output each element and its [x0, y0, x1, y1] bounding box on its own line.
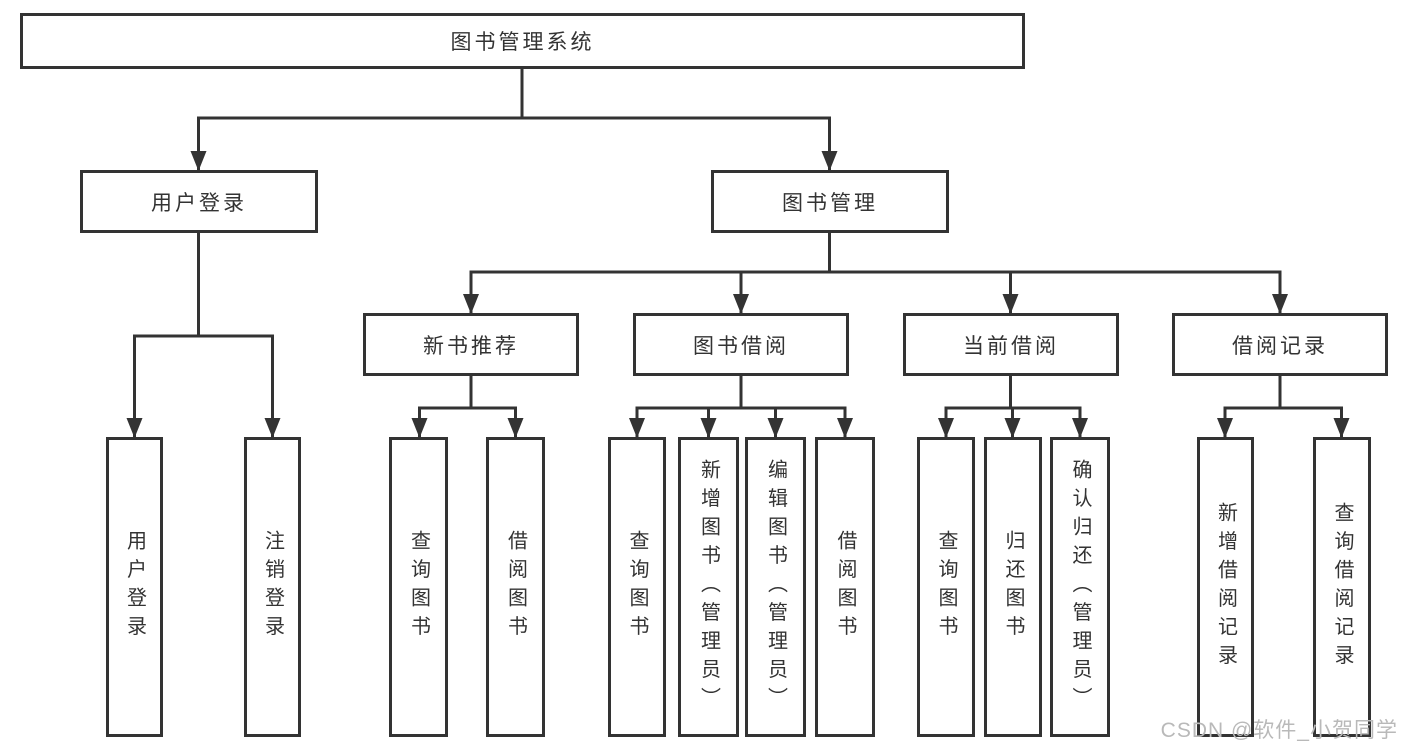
leaf-query-books-borrow: 查询图书 — [608, 437, 666, 737]
leaf-edit-book-admin: 编辑图书（管理员） — [745, 437, 806, 737]
node-label: 用户登录 — [151, 191, 247, 215]
leaf-return-book: 归还图书 — [984, 437, 1042, 737]
node-new-book-recommendation: 新书推荐 — [363, 313, 579, 376]
leaf-add-borrow-record: 新增借阅记录 — [1197, 437, 1254, 737]
node-label: 新书推荐 — [423, 334, 519, 358]
leaf-borrow-book: 借阅图书 — [815, 437, 875, 737]
node-book-management: 图书管理 — [711, 170, 949, 233]
node-current-borrowing: 当前借阅 — [903, 313, 1119, 376]
node-user-login: 用户登录 — [80, 170, 318, 233]
node-label: 借阅图书 — [834, 530, 856, 644]
node-library-management-system: 图书管理系统 — [20, 13, 1025, 69]
leaf-query-books-recommend: 查询图书 — [389, 437, 448, 737]
node-label: 新增图书（管理员） — [697, 458, 720, 716]
node-label: 新增借阅记录 — [1214, 501, 1237, 673]
leaf-add-book-admin: 新增图书（管理员） — [678, 437, 739, 737]
node-label: 用户登录 — [123, 530, 146, 644]
node-label: 确认归还（管理员） — [1069, 458, 1091, 716]
node-label: 查询图书 — [407, 530, 430, 644]
node-label: 归还图书 — [1002, 530, 1024, 644]
csdn-watermark: CSDN @软件_小贺同学 — [1160, 719, 1398, 742]
leaf-query-books-current: 查询图书 — [917, 437, 975, 737]
node-label: 查询借阅记录 — [1331, 501, 1353, 673]
leaf-user-login: 用户登录 — [106, 437, 163, 737]
leaf-query-borrow-record: 查询借阅记录 — [1313, 437, 1371, 737]
node-borrowing-records: 借阅记录 — [1172, 313, 1388, 376]
leaf-logout: 注销登录 — [244, 437, 301, 737]
leaf-borrow-books-recommend: 借阅图书 — [486, 437, 545, 737]
node-label: 编辑图书（管理员） — [764, 458, 787, 716]
node-label: 查询图书 — [935, 530, 957, 644]
node-label: 图书管理 — [782, 191, 878, 215]
node-label: 图书借阅 — [693, 334, 789, 358]
node-label: 借阅图书 — [504, 530, 527, 644]
node-label: 注销登录 — [261, 530, 284, 644]
node-label: 借阅记录 — [1232, 334, 1328, 358]
node-book-borrowing: 图书借阅 — [633, 313, 849, 376]
leaf-confirm-return-admin: 确认归还（管理员） — [1050, 437, 1110, 737]
node-label: 当前借阅 — [963, 334, 1059, 358]
node-label: 图书管理系统 — [450, 31, 595, 54]
node-label: 查询图书 — [626, 530, 648, 644]
